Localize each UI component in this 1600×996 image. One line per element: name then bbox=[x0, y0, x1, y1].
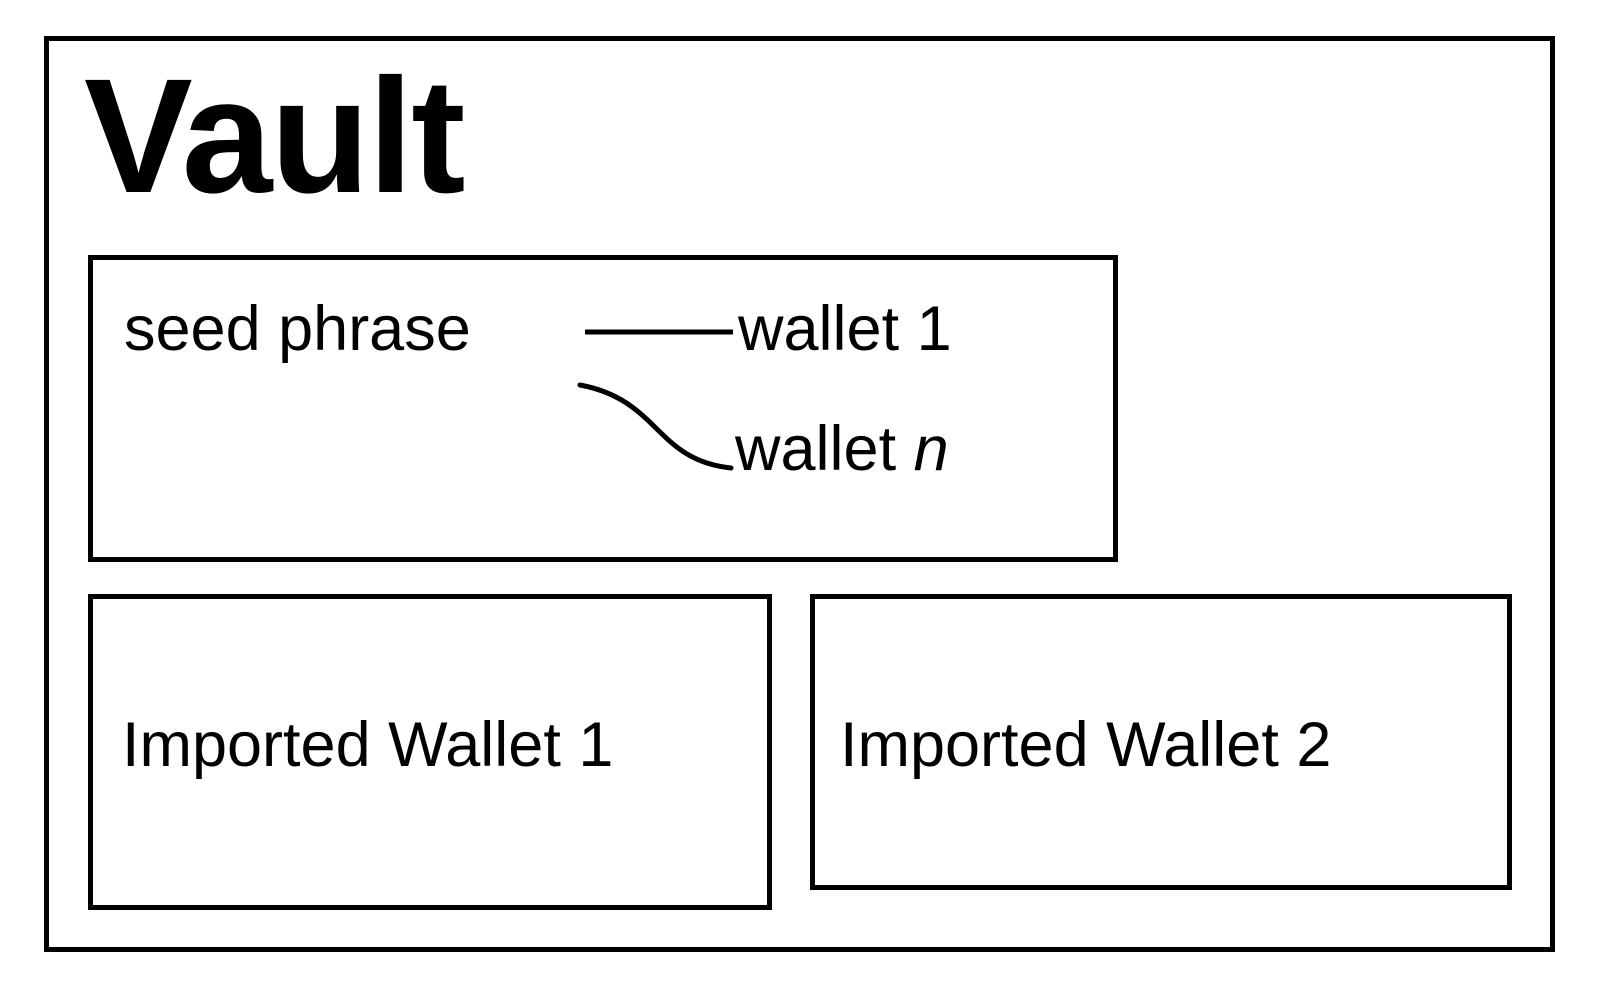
imported-wallet-2-label: Imported Wallet 2 bbox=[840, 710, 1332, 780]
wallet-n-label-text: wallet bbox=[735, 414, 914, 484]
imported-wallet-1-box bbox=[88, 594, 772, 910]
wallet-n-label: wallet n bbox=[735, 418, 949, 481]
page-title: Vault bbox=[84, 44, 466, 227]
wallet-1-label: wallet 1 bbox=[738, 294, 952, 364]
imported-wallet-2-box bbox=[810, 594, 1512, 890]
wallet-n-index-variable: n bbox=[913, 414, 949, 484]
seed-phrase-label: seed phrase bbox=[124, 294, 471, 364]
imported-wallet-1-label: Imported Wallet 1 bbox=[122, 710, 614, 780]
